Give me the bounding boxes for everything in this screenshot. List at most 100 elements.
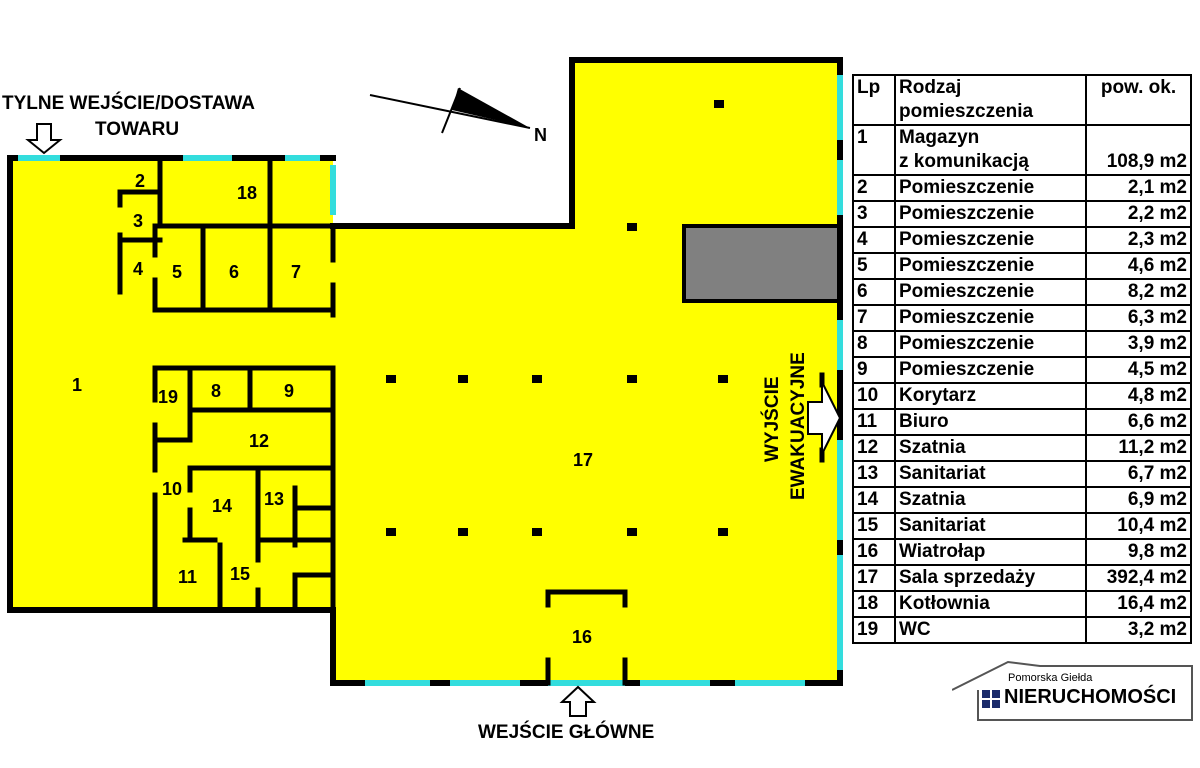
legend-room-type: Wiatrołap [894,538,1087,566]
room-number-5: 5 [172,262,182,282]
legend-area: 2,1 m2 [1085,174,1192,202]
legend-header-area: pow. ok. [1085,74,1192,126]
back-entrance-arrow-icon [25,123,63,155]
legend-room-type-line2: z komunikacją [899,151,1029,172]
room-number-2: 2 [135,171,145,191]
legend-area: 2,3 m2 [1085,226,1192,254]
legend-area: 8,2 m2 [1085,278,1192,306]
interior-walls [117,155,825,686]
legend-lp: 18 [852,590,896,618]
technical-block [682,224,842,303]
legend-lp: 13 [852,460,896,488]
legend-lp: 5 [852,252,896,280]
legend-room-type-line1: Magazyn [899,127,980,148]
back-entrance-label-line2: TOWARU [95,119,179,140]
legend-area: 16,4 m2 [1085,590,1192,618]
legend-room-type: Szatnia [894,434,1087,462]
main-entrance-arrow-icon [559,685,597,717]
legend-area: 4,6 m2 [1085,252,1192,280]
legend-area: 4,8 m2 [1085,382,1192,410]
windows [18,75,843,686]
legend-room-type: Pomieszczenie [894,330,1087,358]
evac-exit-label-line1: WYJŚCIE [761,376,783,462]
legend-area: 2,2 m2 [1085,200,1192,228]
legend-room-type: WC [894,616,1087,644]
legend-header-type-line2: pomieszczenia [899,101,1034,122]
columns [386,100,728,536]
legend-room-type: Korytarz [894,382,1087,410]
back-entrance-label-line1: TYLNE WEJŚCIE/DOSTAWA [2,92,255,114]
legend-lp: 17 [852,564,896,592]
room-number-15: 15 [230,564,250,584]
main-entrance-label: WEJŚCIE GŁÓWNE [478,721,654,743]
legend-lp: 9 [852,356,896,384]
legend-room-type: Kotłownia [894,590,1087,618]
legend-area: 10,4 m2 [1085,512,1192,540]
room-number-13: 13 [264,489,284,509]
room-number-18: 18 [237,183,257,203]
room-number-14: 14 [212,496,232,516]
legend-lp: 3 [852,200,896,228]
legend-lp: 14 [852,486,896,514]
legend-room-type: Pomieszczenie [894,174,1087,202]
logo-small-text: Pomorska Giełda [1008,672,1093,684]
legend-area: 108,9 m2 [1085,124,1192,176]
legend-area: 6,3 m2 [1085,304,1192,332]
legend-lp: 15 [852,512,896,540]
legend-lp: 2 [852,174,896,202]
legend-lp: 10 [852,382,896,410]
legend-room-type: Sala sprzedaży [894,564,1087,592]
legend-area: 6,6 m2 [1085,408,1192,436]
room-number-1: 1 [72,375,82,395]
legend-area: 6,9 m2 [1085,486,1192,514]
legend-lp: 19 [852,616,896,644]
legend-lp: 1 [852,124,896,176]
room-number-12: 12 [249,431,269,451]
legend-room-type: Pomieszczenie [894,200,1087,228]
legend-lp: 11 [852,408,896,436]
north-arrow-icon [369,87,531,134]
legend-lp: 6 [852,278,896,306]
logo-house-outline [952,660,1193,721]
room-number-17: 17 [573,450,593,470]
legend-header-lp: Lp [852,74,896,126]
room-number-6: 6 [229,262,239,282]
room-number-8: 8 [211,381,221,401]
legend-room-type: Szatnia [894,486,1087,514]
floor-area [10,60,840,683]
room-number-7: 7 [291,262,301,282]
north-label: N [534,125,547,145]
legend-lp: 16 [852,538,896,566]
legend-room-type: Pomieszczenie [894,356,1087,384]
room-number-11: 11 [178,567,197,587]
legend-room-type: Magazyn z komunikacją [894,124,1087,176]
legend-area: 3,2 m2 [1085,616,1192,644]
legend-room-type: Pomieszczenie [894,304,1087,332]
legend-header-type-line1: Rodzaj [899,77,962,98]
legend-header-type: Rodzaj pomieszczenia [894,74,1087,126]
room-numbers: 1 2 3 4 5 6 7 8 9 10 11 12 13 14 15 16 1… [72,171,593,647]
legend-area: 3,9 m2 [1085,330,1192,358]
room-number-4: 4 [133,259,143,279]
legend-area: 4,5 m2 [1085,356,1192,384]
legend-header-row: Lp Rodzaj pomieszczenia pow. ok. [852,74,1192,126]
room-number-10: 10 [162,479,182,499]
legend-area: 392,4 m2 [1085,564,1192,592]
legend-area: 6,7 m2 [1085,460,1192,488]
floor-plan: 1 2 3 4 5 6 7 8 9 10 11 12 13 14 15 16 1… [2,57,843,743]
